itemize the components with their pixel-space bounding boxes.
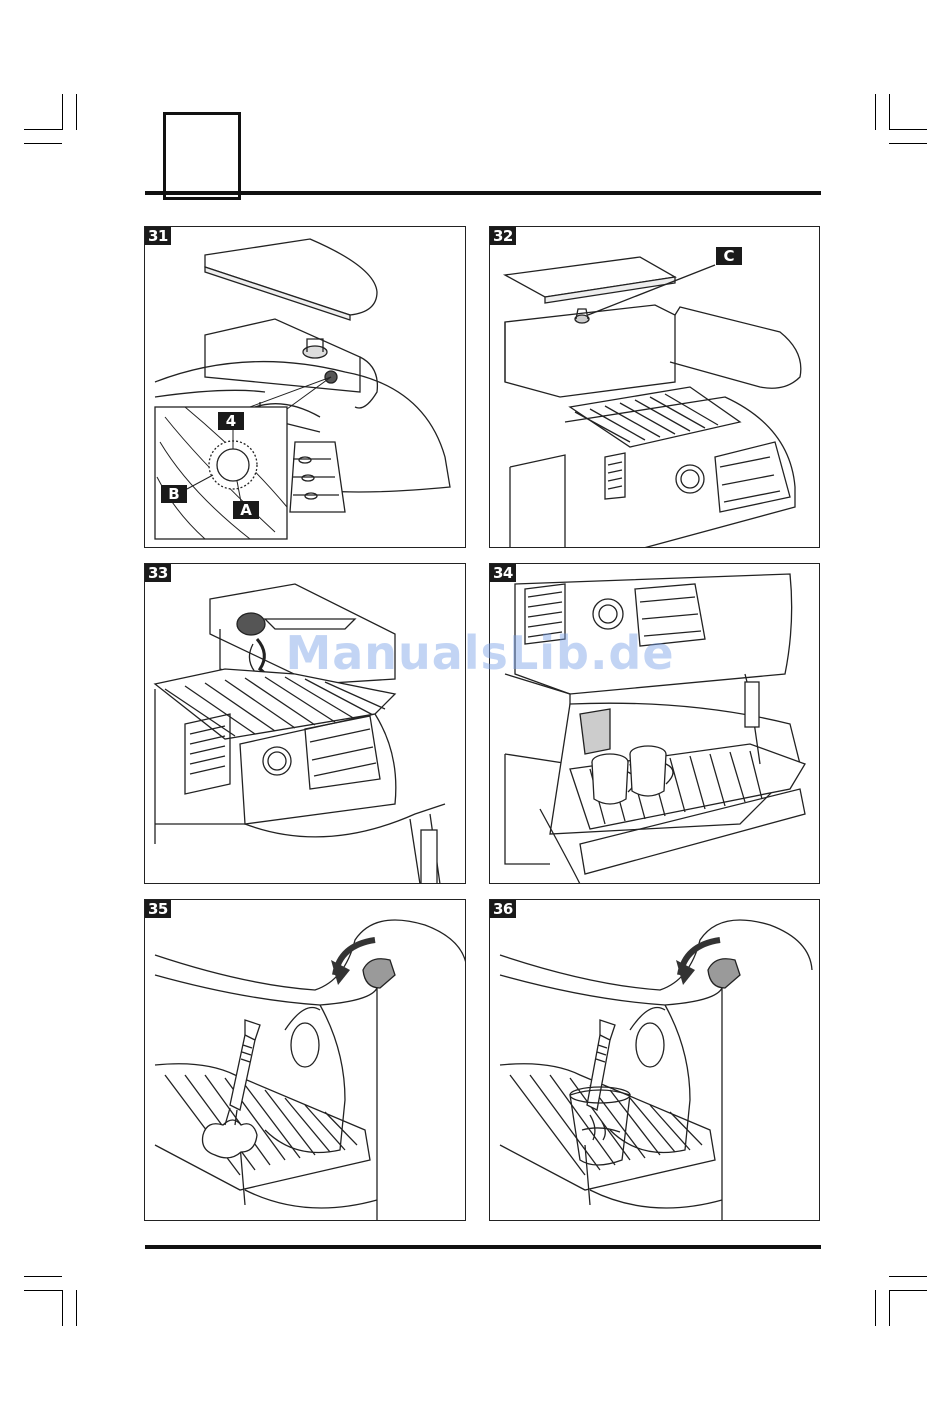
crop-mark: [24, 1276, 62, 1277]
callout-4: 4: [218, 412, 244, 430]
figure-33-illustration: [145, 564, 466, 884]
crop-mark: [62, 1290, 63, 1326]
callout-A: A: [233, 501, 259, 519]
crop-mark: [889, 143, 927, 144]
crop-mark: [889, 94, 890, 130]
crop-mark: [889, 1290, 927, 1291]
callout-B: B: [161, 485, 187, 503]
crop-mark: [875, 94, 876, 130]
figure-33-panel: 33: [144, 563, 466, 884]
section-tab-box: [163, 112, 241, 200]
figure-33-number: 33: [145, 564, 171, 582]
crop-mark: [76, 94, 77, 130]
crop-mark: [875, 1290, 876, 1326]
figure-35-panel: 35: [144, 899, 466, 1221]
watermark: ManualsLib.de: [280, 626, 680, 680]
figure-35-illustration: [145, 900, 466, 1221]
figure-32-number: 32: [490, 227, 516, 245]
crop-mark: [24, 129, 62, 130]
crop-mark: [24, 1290, 62, 1291]
figure-31-illustration: [145, 227, 466, 548]
figure-36-illustration: [490, 900, 820, 1221]
crop-mark: [62, 94, 63, 130]
figure-34-number: 34: [490, 564, 516, 582]
figure-34-panel: 34: [489, 563, 820, 884]
header-rule: [145, 191, 821, 195]
figure-32-panel: 32 C: [489, 226, 820, 548]
crop-mark: [76, 1290, 77, 1326]
crop-mark: [889, 129, 927, 130]
figure-31-number: 31: [145, 227, 171, 245]
crop-mark: [889, 1290, 890, 1326]
figure-34-illustration: [490, 564, 820, 884]
crop-mark: [889, 1276, 927, 1277]
footer-rule: [145, 1245, 821, 1249]
callout-C: C: [716, 247, 742, 265]
figure-36-number: 36: [490, 900, 516, 918]
figure-35-number: 35: [145, 900, 171, 918]
crop-mark: [24, 143, 62, 144]
figure-31-panel: 31 4 B A: [144, 226, 466, 548]
figure-32-illustration: [490, 227, 820, 548]
figure-36-panel: 36: [489, 899, 820, 1221]
